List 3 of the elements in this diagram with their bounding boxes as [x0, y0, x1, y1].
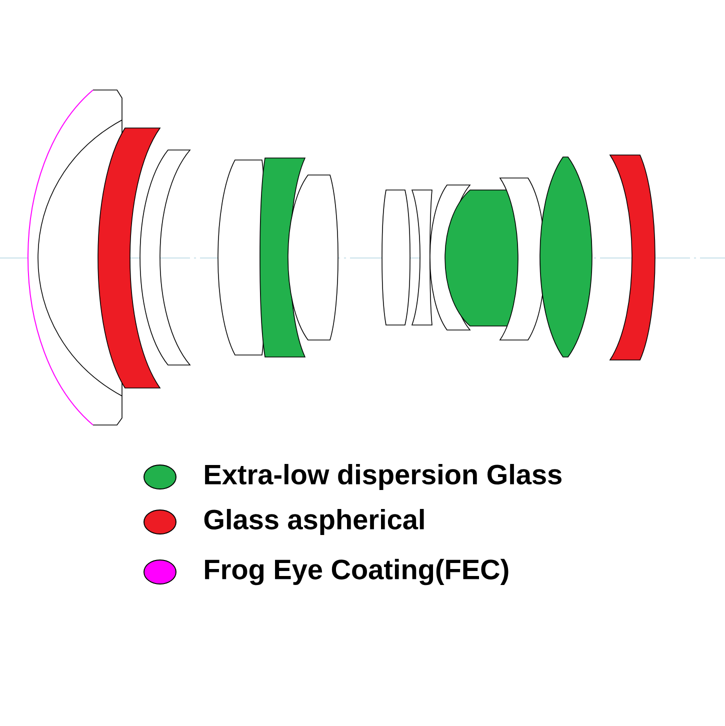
- legend-label: Extra-low dispersion Glass: [205, 464, 562, 490]
- legend-label: Glass aspherical: [204, 508, 424, 536]
- legend-label: Frog Eye Coating(FEC): [205, 558, 508, 586]
